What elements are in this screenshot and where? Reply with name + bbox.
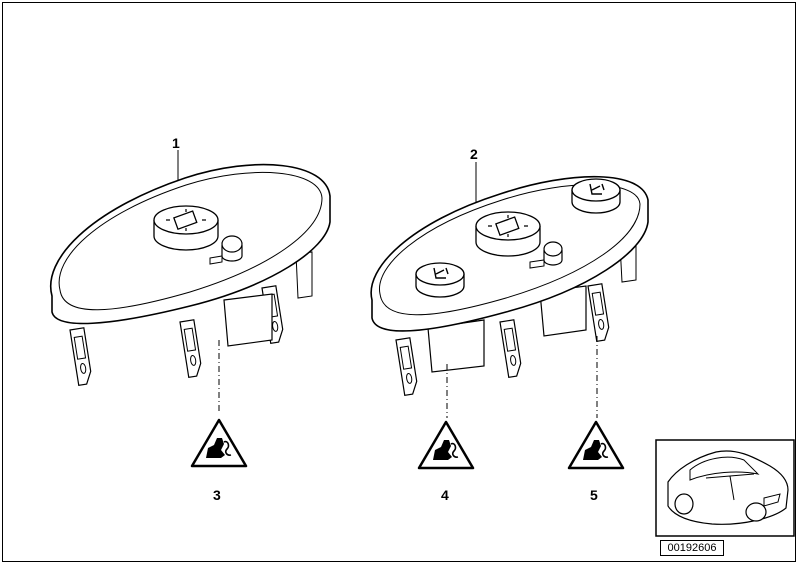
warning-triangle-icon (567, 420, 625, 470)
callout-4: 4 (441, 487, 449, 503)
switch-part-1 (49, 150, 331, 386)
diagram-reference-code: 00192606 (660, 540, 724, 556)
callout-5: 5 (590, 487, 598, 503)
callout-3: 3 (213, 487, 221, 503)
callout-2: 2 (470, 146, 478, 162)
warning-triangle-icon (190, 418, 248, 468)
switch-part-2 (370, 162, 649, 396)
car-thumbnail-icon (655, 439, 795, 537)
leader-lines (218, 336, 598, 418)
warning-triangle-icon (417, 420, 475, 470)
callout-1: 1 (172, 135, 180, 151)
